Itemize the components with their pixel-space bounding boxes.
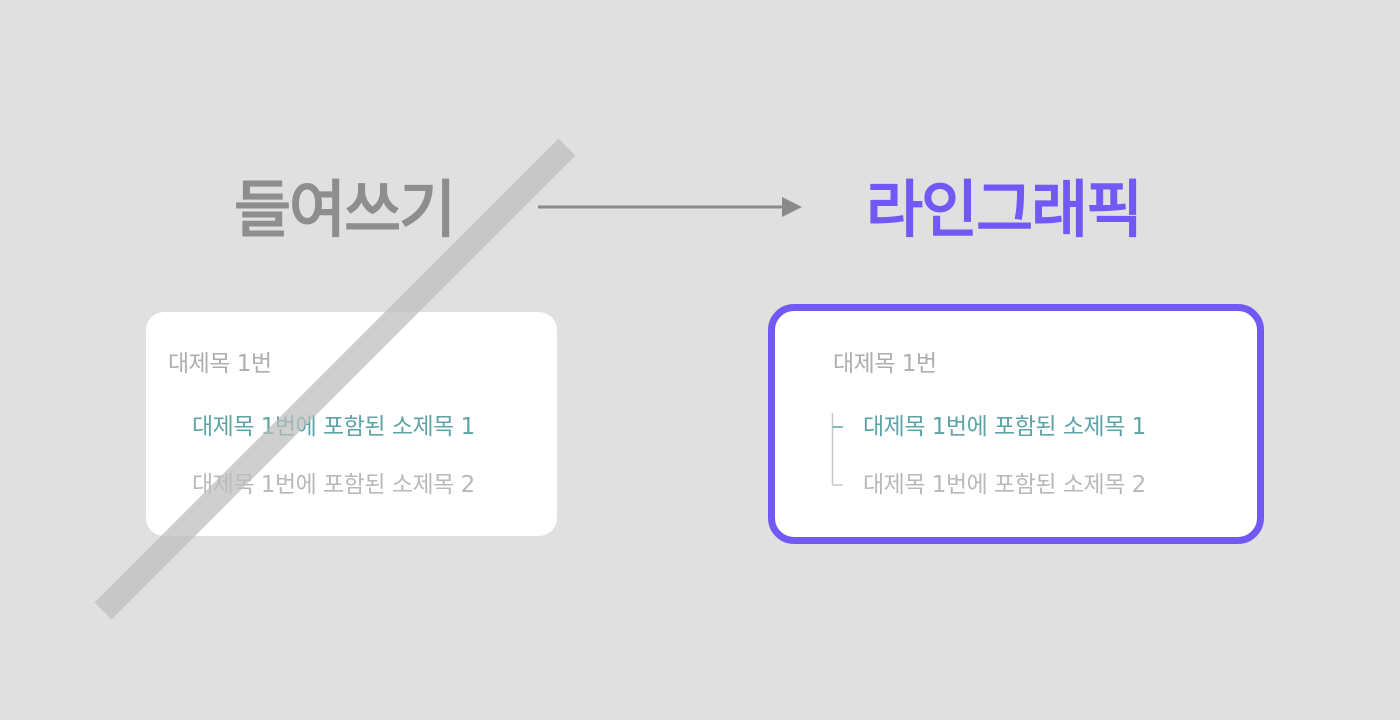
list-item: 대제목 1번에 포함된 소제목 2 [863, 472, 1146, 498]
list-item: 대제목 1번에 포함된 소제목 2 [192, 472, 475, 498]
list-item: 대제목 1번에 포함된 소제목 1 [863, 414, 1146, 440]
tree-connector-line [831, 413, 843, 486]
before-heading: 들여쓰기 [234, 173, 456, 246]
line-graphic-example-card: 대제목 1번 대제목 1번에 포함된 소제목 1 대제목 1번에 포함된 소제목… [768, 304, 1264, 544]
after-heading: 라인그래픽 [866, 173, 1143, 246]
card-title: 대제목 1번 [833, 351, 937, 377]
indent-example-card: 대제목 1번 대제목 1번에 포함된 소제목 1 대제목 1번에 포함된 소제목… [146, 312, 557, 536]
list-item: 대제목 1번에 포함된 소제목 1 [192, 414, 475, 440]
card-title: 대제목 1번 [168, 351, 272, 377]
right-arrow-icon [538, 197, 802, 217]
